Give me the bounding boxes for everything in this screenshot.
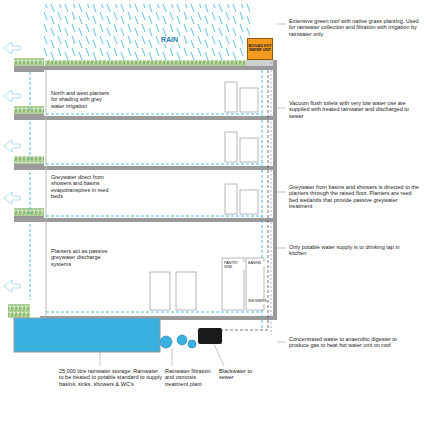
callout-text: PANTRY SINK — [223, 262, 245, 270]
callout-text: Blackwater to sewer — [218, 368, 260, 381]
callout-text: RAIN — [160, 36, 179, 44]
callout-text: Rainwater filtration and osmosis treatme… — [164, 368, 216, 387]
callout-text: BASINS — [247, 262, 265, 266]
callout-text: Extensive green roof with native grass p… — [288, 18, 426, 37]
callout-text: Only potable water supply is to drinking… — [288, 244, 410, 257]
callout-text: North and west planters for shading with… — [50, 90, 116, 109]
callout-text: Vacuum flush toilets with very low water… — [288, 100, 418, 119]
callout-text: 25,000 litre rainwater storage. Rainwate… — [58, 368, 164, 387]
hot-water-unit: BIOGAS HOT WATER UNIT — [247, 38, 273, 60]
callout-text: Planters act as passive greywater discha… — [50, 248, 116, 267]
callout-text: SHOWERS — [247, 300, 265, 304]
callout-text: Concentrated waste to anaerobic digester… — [288, 336, 418, 349]
callout-text: Greywater direct from showers and basins… — [50, 174, 116, 200]
callout-text: Greywater from basins and showers is dir… — [288, 184, 422, 210]
unit-label: BIOGAS HOT WATER UNIT — [248, 45, 272, 53]
